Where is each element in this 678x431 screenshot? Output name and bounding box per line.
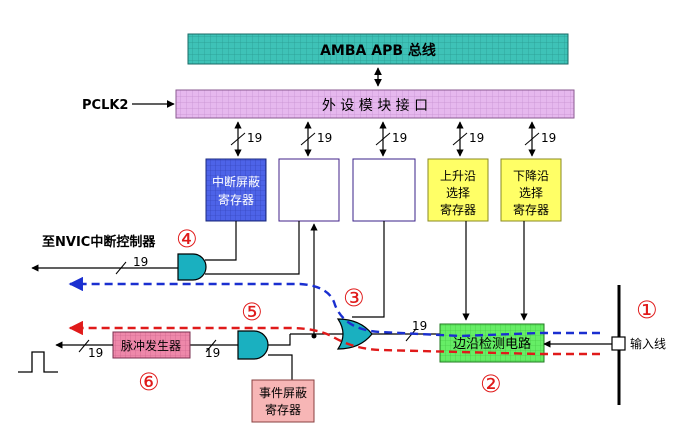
amba-label: AMBA APB 总线	[320, 42, 436, 59]
edge-label: 边沿检测电路	[453, 336, 531, 352]
input-line-label: 输入线	[630, 336, 666, 351]
interrupt-signal-path	[68, 276, 600, 338]
imr-to-gate4	[205, 221, 237, 261]
pending-request-register: 挂起请求 寄存器	[278, 158, 340, 222]
emr-line2: 寄存器	[265, 402, 301, 417]
marker-6: ⑥	[138, 368, 160, 396]
pulse-waveform-icon	[18, 351, 58, 373]
peripheral-interface: 外 设 模 块 接 口	[175, 89, 575, 119]
interrupt-and-gate	[177, 253, 207, 281]
emr-line1: 事件屏蔽	[259, 386, 307, 400]
or-gate	[336, 318, 373, 350]
pulse-label: 脉冲发生器	[121, 338, 181, 353]
width-label: 19	[469, 131, 484, 145]
register-bus-links	[230, 121, 540, 157]
falling-edge-register: 下降沿 选择 寄存器	[500, 158, 562, 222]
marker-4: ④	[176, 225, 198, 253]
marker-2: ②	[480, 370, 502, 398]
ftsr-line3: 寄存器	[513, 202, 549, 217]
rtsr-line3: 寄存器	[440, 202, 476, 217]
ftsr-line2: 选择	[519, 186, 543, 200]
event-mask-register: 事件屏蔽 寄存器	[251, 379, 315, 423]
width-label: 19	[247, 131, 262, 145]
width-label: 19	[317, 131, 332, 145]
width-label: 19	[133, 255, 148, 269]
pr-line1: 挂起请求	[285, 175, 333, 189]
swier-to-or	[352, 221, 385, 318]
junction-dot	[311, 333, 317, 339]
rtsr-line2: 选择	[446, 186, 470, 200]
width-label: 19	[205, 346, 220, 360]
swier-line1: 软件中断	[360, 168, 408, 183]
pr-to-gate4	[205, 221, 300, 275]
marker-1: ①	[636, 296, 658, 324]
interface-label: 外 设 模 块 接 口	[322, 97, 428, 114]
event-signal-path	[68, 320, 600, 356]
rtsr-line1: 上升沿	[440, 169, 476, 183]
pulse-generator: 脉冲发生器	[112, 331, 191, 359]
width-label: 19	[541, 131, 556, 145]
pclk2-label: PCLK2	[82, 98, 128, 113]
rising-edge-register: 上升沿 选择 寄存器	[427, 158, 489, 222]
amba-apb-bus: AMBA APB 总线	[187, 33, 569, 65]
nvic-label: 至NVIC中断控制器	[42, 234, 156, 250]
imr-line1: 中断屏蔽	[212, 174, 260, 189]
edge-detection-circuit: 边沿检测电路	[439, 323, 545, 363]
swier-line2: /事件	[370, 186, 398, 200]
input-terminal	[611, 336, 626, 351]
width-label: 19	[392, 131, 407, 145]
pr-line2: 寄存器	[291, 192, 327, 207]
software-interrupt-register: 软件中断 /事件 寄存器	[352, 158, 416, 222]
imr-line2: 寄存器	[218, 192, 254, 207]
width-label: 19	[88, 346, 103, 360]
marker-5: ⑤	[241, 298, 263, 326]
width-label: 19	[412, 319, 427, 333]
interrupt-mask-register: 中断屏蔽 寄存器	[205, 158, 267, 222]
ftsr-line1: 下降沿	[513, 169, 549, 183]
event-and-gate	[237, 330, 269, 360]
swier-line3: 寄存器	[366, 202, 402, 217]
marker-3: ③	[343, 284, 365, 312]
emr-to-gate5	[268, 354, 293, 380]
